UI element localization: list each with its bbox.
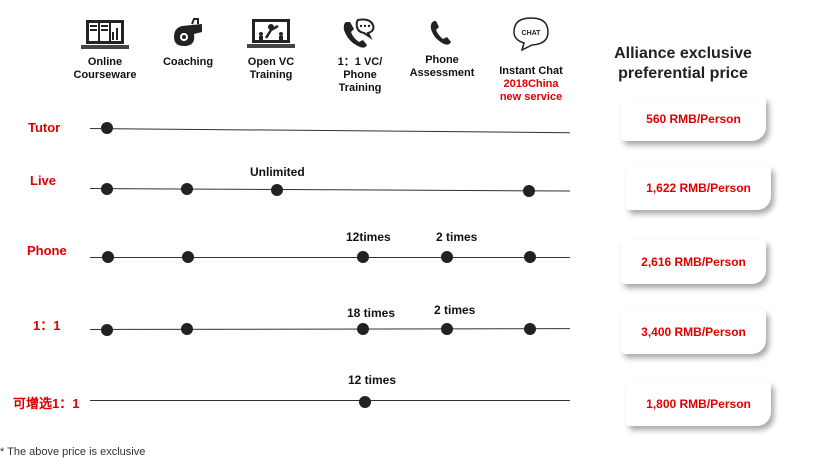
row-dot (357, 251, 369, 263)
row-label-tutor: Tutor (28, 120, 61, 135)
price-box-optional-one-on-one: 1,800 RMB/Person (626, 382, 771, 426)
row-annotation: 2 times (436, 230, 478, 244)
row-annotation: Unlimited (250, 165, 305, 179)
price-box-phone: 2,616 RMB/Person (621, 240, 766, 284)
row-label-one-on-one: 1：1 (33, 318, 61, 333)
row-annotation: 2 times (434, 303, 476, 317)
row-dot (441, 323, 453, 335)
whistle-icon (174, 18, 202, 46)
row-dot (102, 251, 114, 263)
phone-icon (430, 21, 451, 45)
service-new-note: 2018China new service (499, 78, 563, 103)
service-label: 1：1 VC/ Phone Training (337, 56, 383, 94)
row-dot (181, 183, 193, 195)
service-label: Online Courseware (73, 56, 137, 81)
row-dot (101, 324, 113, 336)
row-label-live: Live (30, 173, 57, 188)
row-annotation: 12 times (348, 373, 397, 387)
phone-chat-icon (343, 18, 375, 48)
service-open-vc-training: Open VC Training (226, 18, 316, 82)
row-track (90, 257, 570, 258)
row-dot (357, 323, 369, 335)
service-phone-assessment: Phone Assessment (397, 18, 487, 80)
row-dot (101, 183, 113, 195)
row-label-optional-one-on-one: 可增选1：1 (13, 396, 80, 411)
row-dot (101, 122, 113, 134)
service-one-on-one-training: 1：1 VC/ Phone Training (315, 18, 405, 95)
service-coaching: Coaching (143, 18, 233, 69)
row-annotation: 12times (346, 230, 391, 244)
chat-bubble-icon: CHAT (513, 17, 549, 52)
row-track (90, 400, 570, 401)
row-label-phone: Phone (27, 243, 67, 258)
row-dot (441, 251, 453, 263)
row-dot (523, 185, 535, 197)
row-track (89, 328, 571, 330)
service-online-courseware: Online Courseware (60, 18, 150, 82)
row-dot (182, 251, 194, 263)
service-label: Phone Assessment (409, 54, 475, 79)
price-box-tutor: 560 RMB/Person (621, 97, 766, 141)
price-box-one-on-one: 3,400 RMB/Person (621, 310, 766, 354)
row-dot (181, 323, 193, 335)
row-dot (359, 396, 371, 408)
chat-icon-text: CHAT (522, 30, 542, 37)
laptop-courseware-icon (81, 20, 129, 49)
row-annotation: 18 times (347, 306, 396, 320)
price-header: Alliance exclusive preferential price (614, 45, 752, 82)
footnote: * The above price is exclusive (0, 446, 146, 458)
row-dot (524, 251, 536, 263)
row-track (89, 128, 570, 134)
row-dot (271, 184, 283, 196)
service-label: Coaching (162, 56, 214, 68)
service-instant-chat: CHAT Instant Chat 2018China new service (486, 17, 576, 117)
classroom-screen-icon (247, 19, 295, 48)
price-box-live: 1,622 RMB/Person (626, 166, 771, 210)
service-label: Open VC Training (247, 56, 295, 81)
service-label-text: Instant Chat (499, 65, 563, 77)
row-track (89, 188, 570, 192)
row-dot (524, 323, 536, 335)
service-label: Instant Chat 2018China new service (486, 52, 576, 117)
